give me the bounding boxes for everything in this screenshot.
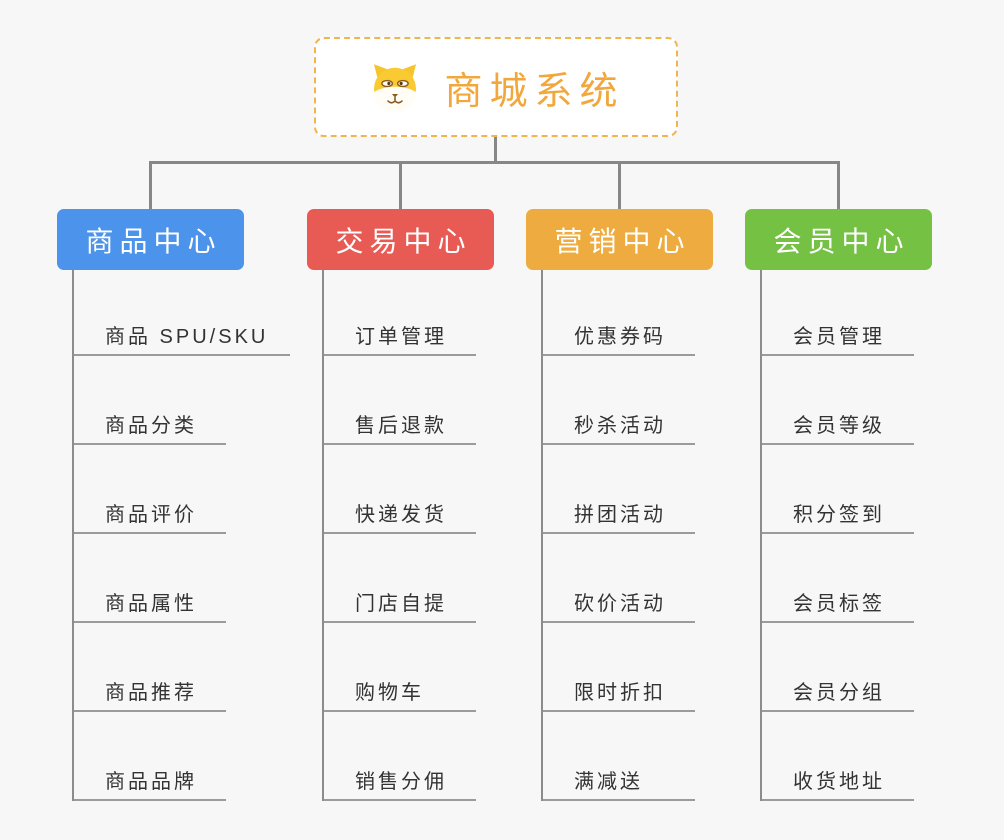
- branch-node-trade[interactable]: 交易中心: [307, 209, 494, 270]
- dog-icon: [367, 62, 423, 112]
- connector-root-drop: [494, 137, 497, 164]
- item-node[interactable]: 会员分组: [762, 623, 914, 712]
- item-node[interactable]: 商品推荐: [74, 623, 226, 712]
- item-node[interactable]: 售后退款: [324, 356, 476, 445]
- item-node[interactable]: 商品评价: [74, 445, 226, 534]
- item-node[interactable]: 限时折扣: [543, 623, 695, 712]
- item-node[interactable]: 快递发货: [324, 445, 476, 534]
- root-node[interactable]: 商城系统: [314, 37, 678, 137]
- item-node[interactable]: 购物车: [324, 623, 476, 712]
- branch-items-marketing: 优惠券码 秒杀活动 拼团活动 砍价活动 限时折扣 满减送: [541, 270, 695, 801]
- connector-horizontal-bar: [149, 161, 840, 164]
- branch-product-center: 商品中心 商品 SPU/SKU 商品分类 商品评价 商品属性 商品推荐 商品品牌: [57, 209, 291, 801]
- item-node[interactable]: 会员等级: [762, 356, 914, 445]
- connector-drop-trade: [399, 161, 402, 210]
- item-node[interactable]: 会员标签: [762, 534, 914, 623]
- connector-drop-member: [837, 161, 840, 210]
- branch-items-trade: 订单管理 售后退款 快递发货 门店自提 购物车 销售分佣: [322, 270, 476, 801]
- item-node[interactable]: 商品品牌: [74, 712, 226, 801]
- item-node[interactable]: 积分签到: [762, 445, 914, 534]
- item-node[interactable]: 收货地址: [762, 712, 914, 801]
- item-node[interactable]: 商品 SPU/SKU: [74, 270, 291, 356]
- item-node[interactable]: 拼团活动: [543, 445, 695, 534]
- item-node[interactable]: 满减送: [543, 712, 695, 801]
- item-node[interactable]: 商品属性: [74, 534, 226, 623]
- item-node[interactable]: 订单管理: [324, 270, 476, 356]
- branch-member-center: 会员中心 会员管理 会员等级 积分签到 会员标签 会员分组 收货地址: [745, 209, 932, 801]
- branch-node-marketing[interactable]: 营销中心: [526, 209, 713, 270]
- branch-items-member: 会员管理 会员等级 积分签到 会员标签 会员分组 收货地址: [760, 270, 914, 801]
- branch-marketing-center: 营销中心 优惠券码 秒杀活动 拼团活动 砍价活动 限时折扣 满减送: [526, 209, 713, 801]
- item-node[interactable]: 秒杀活动: [543, 356, 695, 445]
- item-node[interactable]: 商品分类: [74, 356, 226, 445]
- branch-trade-center: 交易中心 订单管理 售后退款 快递发货 门店自提 购物车 销售分佣: [307, 209, 494, 801]
- item-node[interactable]: 会员管理: [762, 270, 914, 356]
- branch-items-product: 商品 SPU/SKU 商品分类 商品评价 商品属性 商品推荐 商品品牌: [72, 270, 291, 801]
- item-node[interactable]: 门店自提: [324, 534, 476, 623]
- item-node[interactable]: 优惠券码: [543, 270, 695, 356]
- connector-drop-product: [149, 161, 152, 210]
- branch-node-member[interactable]: 会员中心: [745, 209, 932, 270]
- connector-drop-marketing: [618, 161, 621, 210]
- root-title: 商城系统: [444, 70, 625, 113]
- item-node[interactable]: 销售分佣: [324, 712, 476, 801]
- branch-node-product[interactable]: 商品中心: [57, 209, 244, 270]
- item-node[interactable]: 砍价活动: [543, 534, 695, 623]
